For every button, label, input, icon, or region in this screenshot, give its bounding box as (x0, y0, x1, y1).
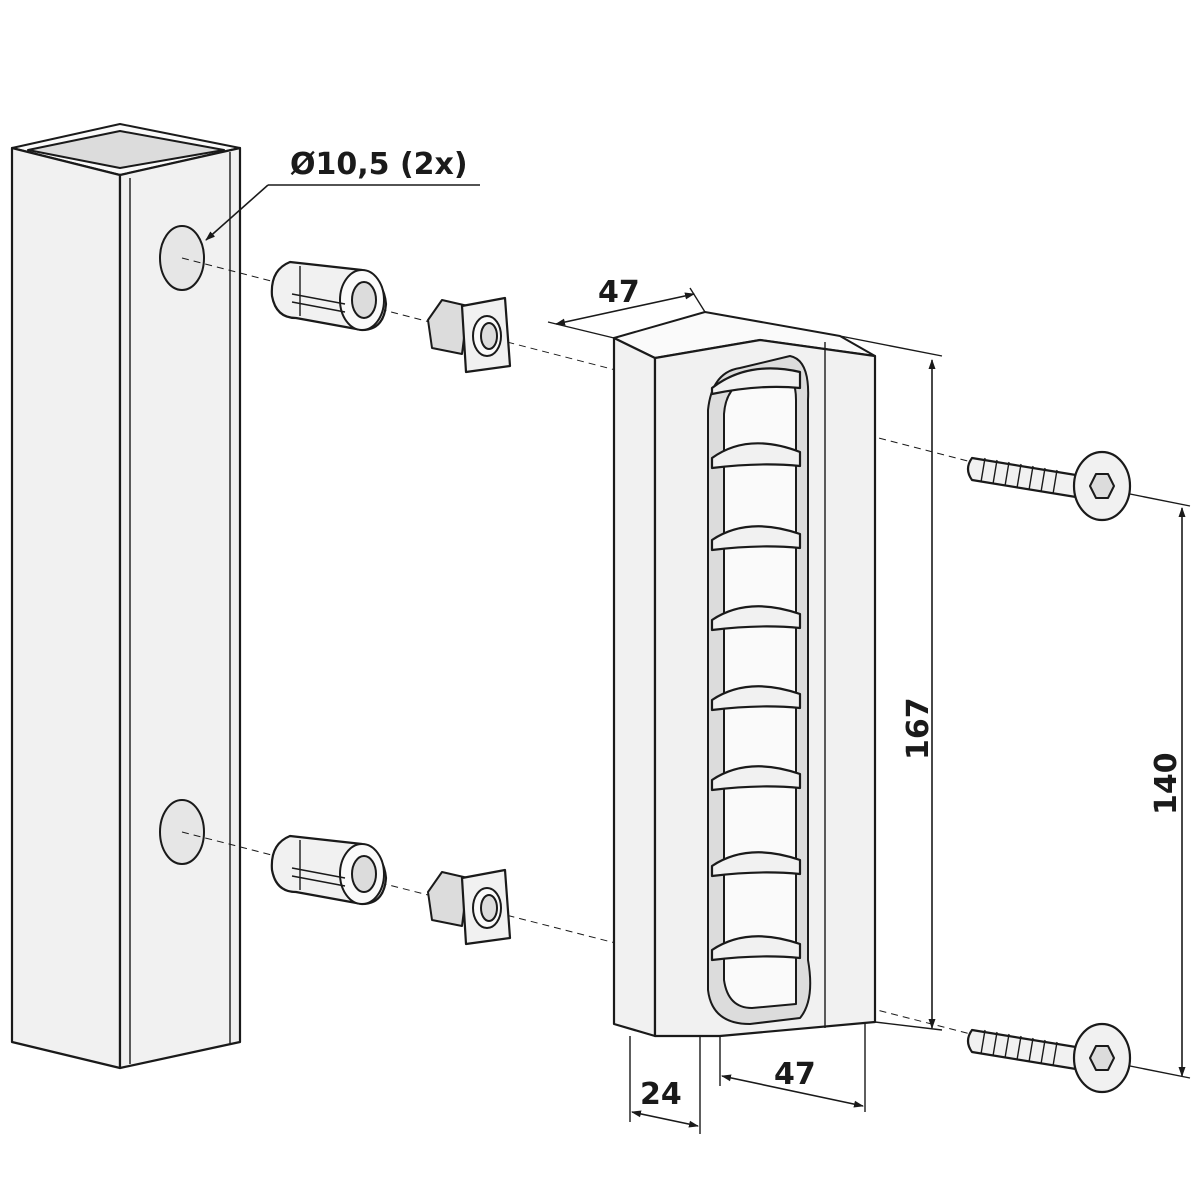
dimension-width-top-label: 47 (598, 275, 640, 310)
dimension-depth: 24 (629, 1036, 701, 1134)
screw-upper (966, 450, 1132, 522)
nut-insert-lower (427, 868, 512, 946)
dimension-screw-spacing-label: 140 (1149, 752, 1184, 815)
dimension-height: 167 (839, 335, 943, 1031)
handle-bracket (612, 311, 877, 1038)
bracket-ribs (710, 367, 802, 962)
dimension-depth-label: 24 (640, 1077, 682, 1112)
dimension-width-bottom-label: 47 (774, 1057, 816, 1092)
dimension-screw-spacing: 140 (1129, 493, 1191, 1079)
plastic-sleeve-upper (270, 260, 388, 332)
dimension-width-bottom: 47 (719, 1022, 866, 1112)
nut-insert-upper (427, 296, 512, 374)
plastic-sleeve-lower (270, 834, 388, 906)
hole-diameter-callout: Ø10,5 (2x) (205, 147, 480, 241)
screw-lower (966, 1022, 1132, 1094)
square-post (10, 123, 242, 1070)
dimension-height-label: 167 (901, 697, 936, 760)
hole-diameter-label: Ø10,5 (2x) (290, 147, 468, 182)
dimension-width-top: 47 (547, 275, 706, 339)
